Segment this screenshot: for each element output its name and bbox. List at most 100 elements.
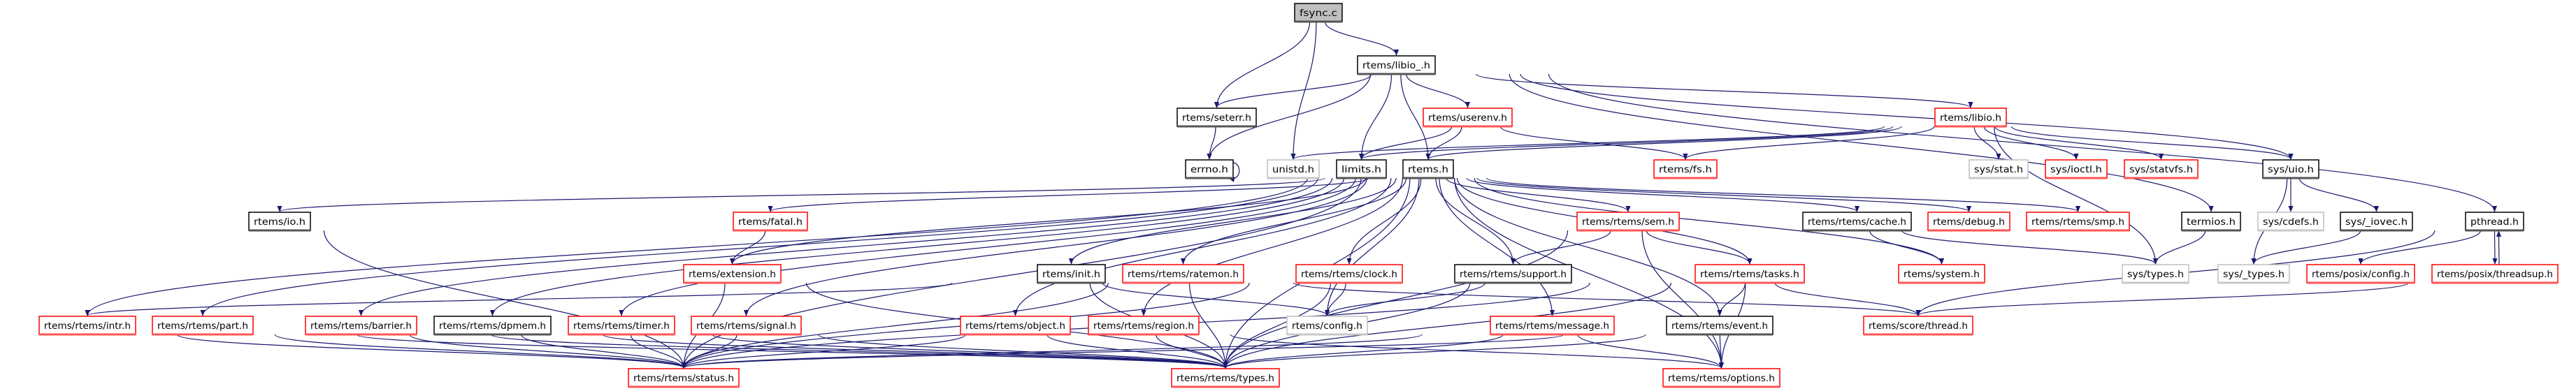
graph-node[interactable]: rtems/rtems/ratemon.h (1122, 264, 1244, 284)
graph-node[interactable]: rtems/rtems/dpmem.h (433, 316, 552, 336)
graph-edge (1439, 177, 1555, 316)
graph-node[interactable]: limits.h (1336, 159, 1387, 179)
graph-node[interactable]: rtems/userenv.h (1423, 108, 1513, 128)
node-label: rtems/rtems/dpmem.h (439, 321, 546, 332)
graph-edge (1915, 282, 2409, 316)
graph-edge (1425, 126, 1462, 160)
graph-edge (1230, 334, 1724, 369)
graph-edge (681, 334, 966, 369)
node-box (2257, 212, 2324, 231)
node-label: rtems/io.h (254, 217, 305, 228)
node-label: rtems.h (1408, 165, 1448, 175)
graph-node: sys/cdefs.h (2257, 212, 2324, 232)
graph-edge (1548, 73, 2497, 212)
node-label: rtems/rtems/barrier.h (310, 321, 412, 332)
graph-node[interactable]: rtems/rtems/timer.h (568, 316, 675, 336)
graph-node[interactable]: rtems/score/thread.h (1863, 316, 1973, 336)
graph-edge (1324, 177, 1420, 316)
graph-node[interactable]: rtems/rtems/part.h (152, 316, 254, 336)
node-label: rtems/fs.h (1659, 165, 1712, 175)
node-box (2306, 264, 2415, 283)
graph-node[interactable]: rtems/extension.h (683, 264, 782, 284)
graph-node[interactable]: rtems/libio.h (1934, 108, 2007, 128)
graph-edge (619, 177, 1356, 316)
node-box (1490, 316, 1615, 335)
graph-node[interactable]: rtems/init.h (1037, 264, 1106, 284)
graph-node[interactable]: rtems/rtems/types.h (1171, 368, 1280, 388)
graph-node[interactable]: rtems/rtems/status.h (628, 368, 740, 388)
node-box (1694, 264, 1805, 283)
graph-node[interactable]: rtems.h (1402, 159, 1454, 179)
graph-node[interactable]: rtems/rtems/signal.h (691, 316, 802, 336)
graph-node[interactable]: rtems/rtems/sem.h (1576, 212, 1680, 232)
graph-edge (2152, 230, 2206, 265)
node-label: rtems/rtems/status.h (633, 374, 734, 384)
node-box (2217, 264, 2290, 283)
graph-node[interactable]: rtems/rtems/cache.h (1802, 212, 1912, 232)
node-box (1037, 264, 1106, 283)
node-label: rtems/rtems/region.h (1093, 321, 1194, 332)
graph-edge (1102, 282, 1330, 316)
graph-edge (1223, 282, 1332, 369)
graph-edge (1155, 334, 1228, 369)
graph-node[interactable]: rtems/rtems/object.h (960, 316, 1071, 336)
node-label: rtems/rtems/ratemon.h (1128, 270, 1239, 280)
graph-edge (1509, 73, 2214, 212)
graph-edge (712, 334, 1228, 369)
graph-edge (1358, 73, 1393, 160)
graph-node[interactable]: sys/uio.h (2262, 159, 2319, 179)
graph-edge (359, 177, 1333, 316)
graph-node[interactable]: fsync.c (1294, 3, 1343, 23)
graph-node[interactable]: rtems/rtems/intr.h (38, 316, 136, 336)
node-box (628, 368, 740, 388)
graph-node[interactable]: sys/_iovec.h (2340, 212, 2413, 232)
graph-edge (1486, 177, 2080, 212)
graph-edge (277, 177, 1325, 212)
graph-edge (1400, 73, 1431, 160)
graph-edge (1994, 126, 2164, 160)
graph-node[interactable]: rtems/fs.h (1653, 159, 1718, 179)
graph-node[interactable]: rtems/debug.h (1927, 212, 2010, 232)
graph-edge (1290, 126, 1885, 160)
graph-nodes: fsync.c rtems/libio_.h rtems/seterr.h rtems… (38, 3, 2559, 388)
graph-node[interactable]: rtems/system.h (1898, 264, 1985, 284)
graph-edge (1207, 73, 1371, 160)
graph-node[interactable]: rtems/rtems/options.h (1662, 368, 1780, 388)
graph-edge (200, 177, 1318, 316)
graph-edge (602, 334, 1228, 369)
node-label: rtems/system.h (1904, 270, 1980, 280)
graph-node[interactable]: rtems/rtems/support.h (1454, 264, 1572, 284)
graph-node[interactable]: rtems/rtems/event.h (1666, 316, 1773, 336)
graph-edge (1717, 282, 1746, 316)
graph-node[interactable]: errno.h (1185, 159, 1234, 179)
graph-edge (2251, 230, 2361, 265)
node-label: rtems/libio.h (1940, 113, 2001, 124)
graph-node[interactable]: rtems/rtems/message.h (1490, 316, 1615, 336)
graph-node[interactable]: rtems/rtems/clock.h (1295, 264, 1403, 284)
graph-node[interactable]: sys/ioctl.h (2045, 159, 2108, 179)
graph-node[interactable]: rtems/libio_.h (1357, 55, 1436, 75)
graph-node[interactable]: termios.h (2181, 212, 2241, 232)
graph-node[interactable]: sys/statvfs.h (2124, 159, 2199, 179)
node-label: rtems/rtems/message.h (1495, 321, 1609, 332)
graph-node[interactable]: rtems/rtems/tasks.h (1694, 264, 1805, 284)
graph-node[interactable]: pthread.h (2465, 212, 2524, 232)
graph-edge (1188, 282, 1228, 369)
graph-node[interactable]: rtems/rtems/region.h (1088, 316, 1200, 336)
node-box (2431, 264, 2559, 283)
graph-node[interactable]: rtems/posix/threadsup.h (2431, 264, 2559, 284)
node-label: rtems/posix/threadsup.h (2437, 270, 2553, 280)
graph-node[interactable]: rtems/fatal.h (733, 212, 808, 232)
node-box (2340, 212, 2413, 231)
graph-node[interactable]: rtems/rtems/smp.h (2026, 212, 2130, 232)
graph-edge (1994, 126, 2159, 265)
graph-edge (1223, 334, 1646, 369)
graph-node[interactable]: rtems/seterr.h (1177, 108, 1257, 128)
node-box (1423, 108, 1513, 127)
graph-node[interactable]: rtems/io.h (248, 212, 311, 232)
graph-node: rtems/config.h (1286, 316, 1368, 336)
graph-edge (1577, 334, 1725, 369)
graph-node[interactable]: rtems/posix/config.h (2306, 264, 2415, 284)
node-box (1088, 316, 1200, 335)
graph-node[interactable]: rtems/rtems/barrier.h (305, 316, 417, 336)
